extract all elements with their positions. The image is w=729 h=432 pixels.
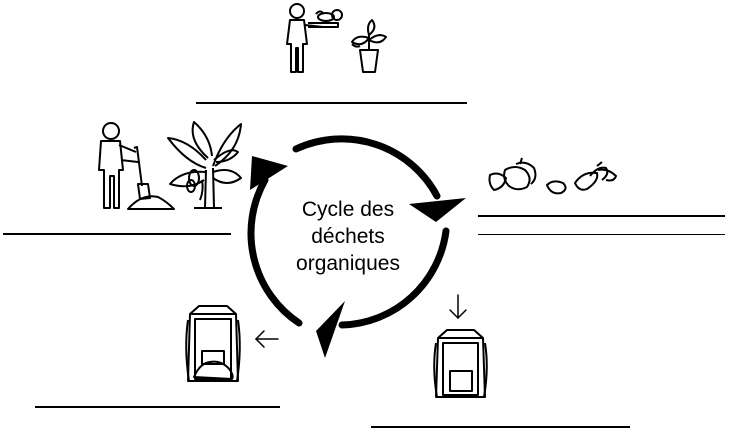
center-label-line-1: Cycle des: [301, 198, 395, 221]
banana-plant-icon: [167, 121, 242, 209]
gardener-with-shovel-icon: [98, 122, 175, 210]
answer-line-lower-left: [35, 406, 280, 408]
arrowhead-left: [250, 156, 288, 190]
answer-line-upper-right: [478, 215, 725, 217]
center-label-line-3: organiques: [296, 252, 400, 275]
person-serving-food-icon: [286, 3, 343, 73]
cycle-arrowheads: [250, 156, 466, 358]
center-label-line-2: déchets: [311, 225, 385, 248]
answer-line-top: [196, 102, 467, 104]
left-arrow-icon: [254, 330, 279, 348]
cycle-arrow-bottom: [338, 227, 450, 329]
answer-line-lower-right: [371, 426, 630, 428]
answer-line-upper-right-guide: [478, 234, 725, 235]
cycle-arrow-top-right: [292, 135, 441, 200]
compost-bin-with-compost-icon: [185, 305, 241, 382]
cycle-center-label: Cycle des déchets organiques: [268, 196, 428, 277]
cycle-arrow-left: [247, 176, 303, 327]
down-arrow-icon: [449, 294, 467, 320]
compost-bin-icon: [433, 329, 488, 398]
fruit-peels-icon: [488, 157, 617, 195]
arrowhead-right: [409, 198, 466, 222]
arrowhead-bottom: [316, 301, 345, 358]
answer-line-upper-left: [3, 233, 231, 235]
potted-plant-icon: [351, 19, 387, 73]
cycle-arrows: [247, 135, 450, 329]
